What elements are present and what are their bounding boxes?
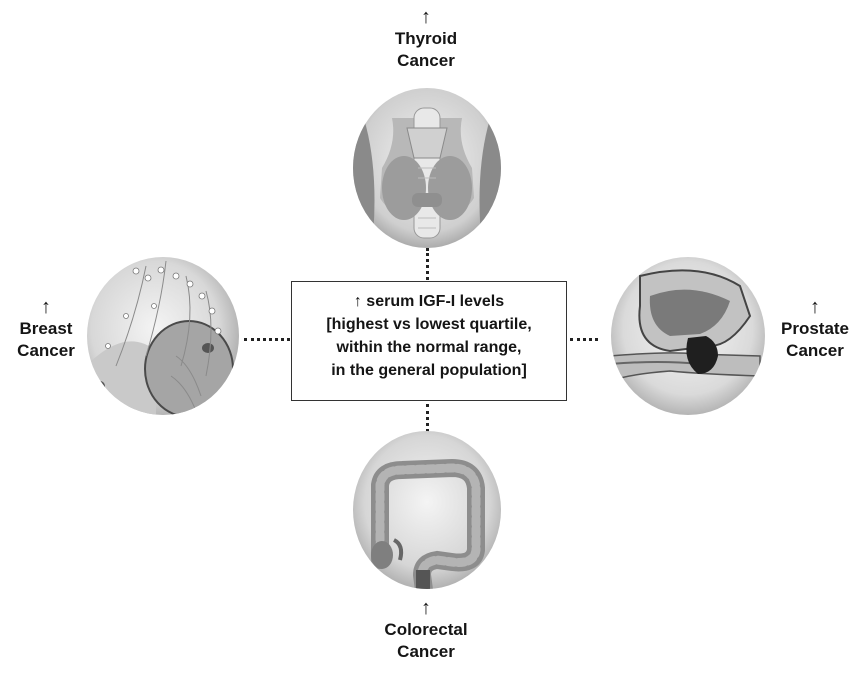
increase-arrow-icon: ↑ (360, 597, 492, 619)
thyroid-illustration (352, 88, 502, 250)
colorectal-cancer-label: ↑ Colorectal Cancer (360, 597, 492, 663)
connector-to-prostate (570, 338, 598, 341)
increase-arrow-icon: ↑ (8, 296, 84, 318)
colon-illustration (352, 430, 502, 590)
center-line-4: in the general population] (292, 359, 566, 382)
center-line-2: [highest vs lowest quartile, (292, 313, 566, 336)
center-line-3: within the normal range, (292, 336, 566, 359)
increase-arrow-icon: ↑ (770, 296, 860, 318)
breast-illustration (86, 256, 240, 416)
prostate-cancer-label: ↑ Prostate Cancer (770, 296, 860, 362)
connector-to-thyroid (426, 248, 429, 280)
increase-arrow-icon: ↑ (370, 6, 482, 28)
connector-to-breast (244, 338, 290, 341)
thyroid-cancer-label: ↑ Thyroid Cancer (370, 6, 482, 72)
breast-cancer-label: ↑ Breast Cancer (8, 296, 84, 362)
center-line-1: ↑ serum IGF-I levels (292, 290, 566, 313)
serum-igf-i-levels-box: ↑ serum IGF-I levels [highest vs lowest … (291, 281, 567, 401)
prostate-illustration (610, 256, 766, 416)
